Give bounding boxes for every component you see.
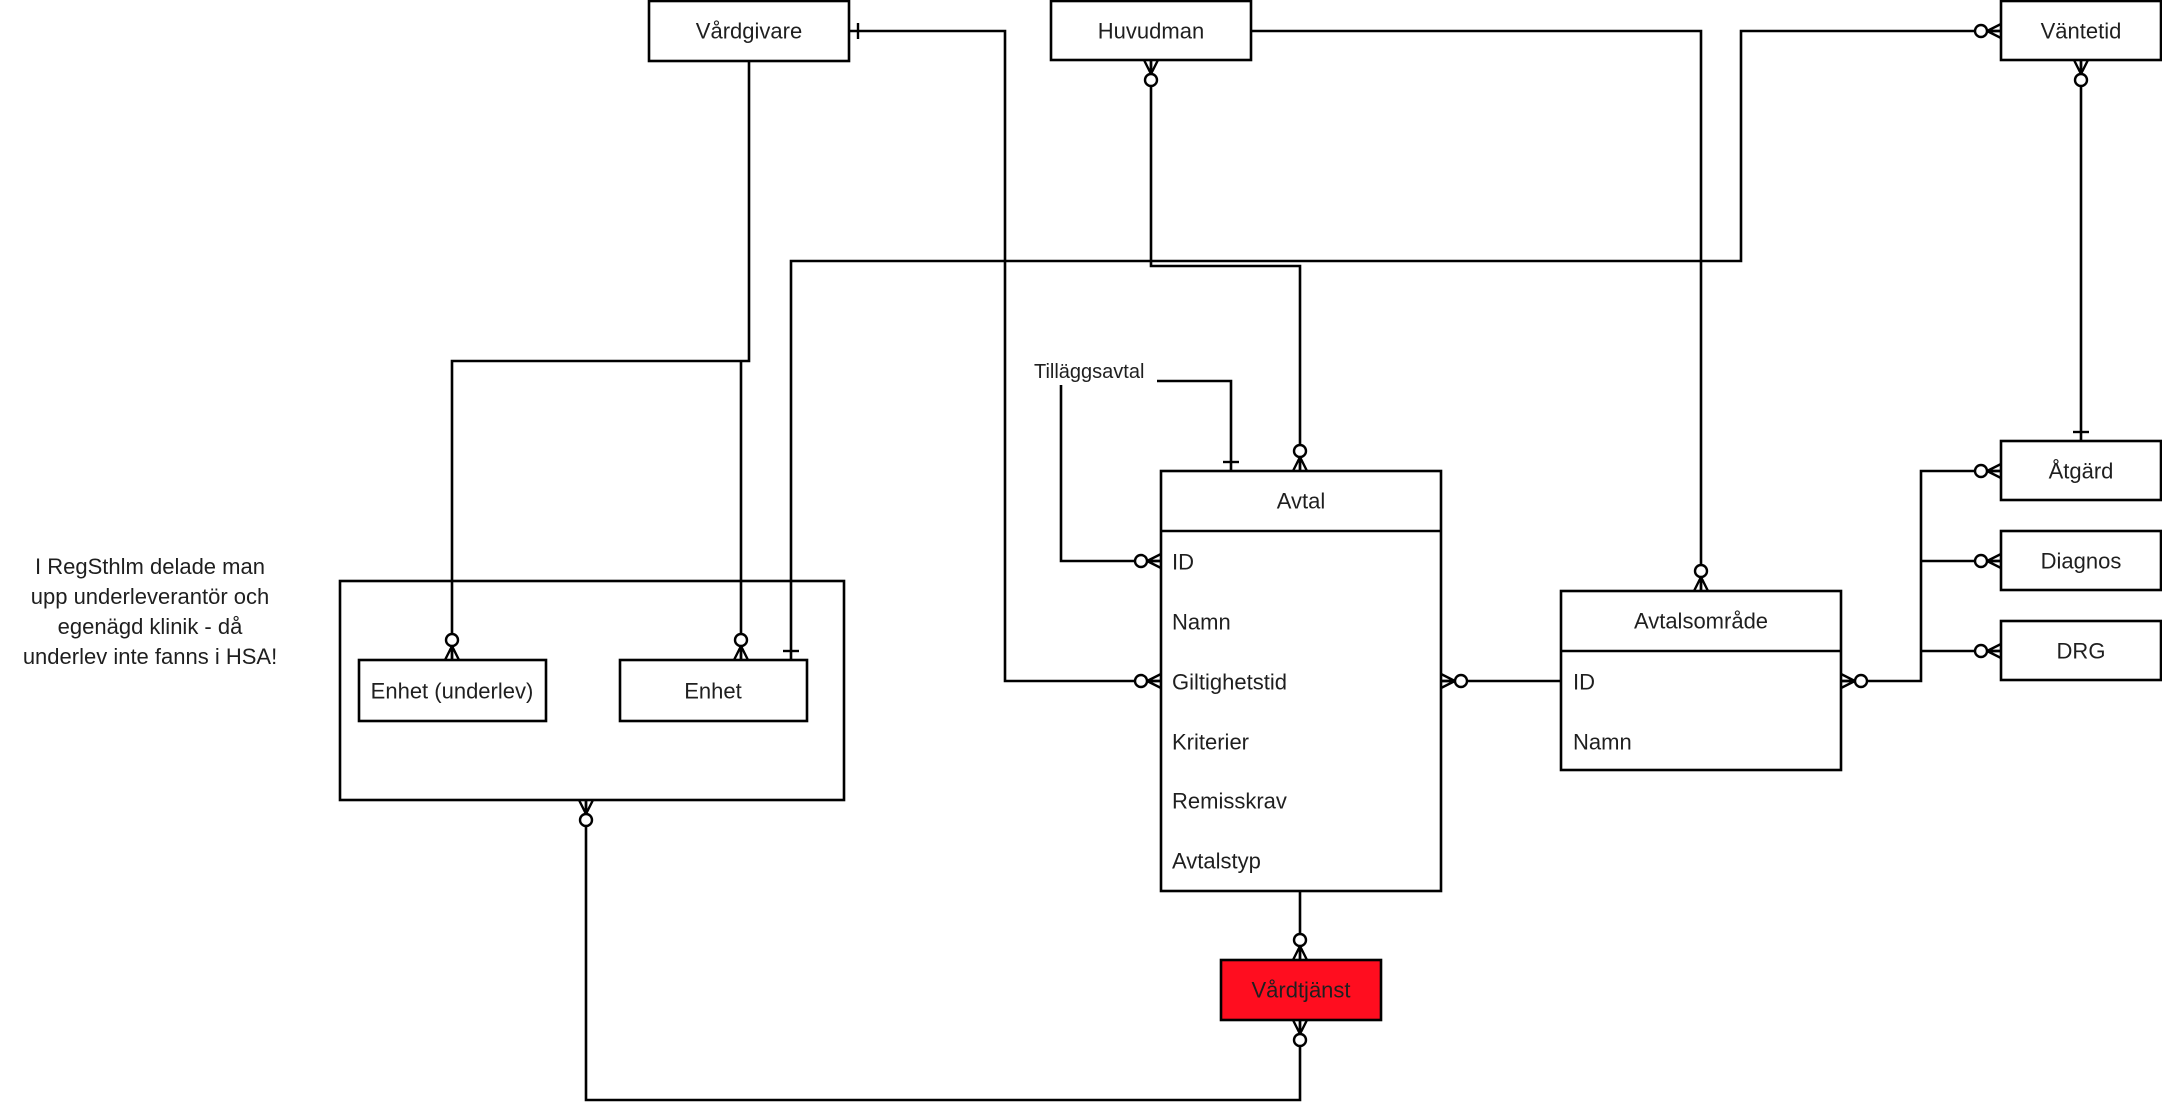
edge-huvudman-avtal[interactable]	[1149, 60, 1302, 471]
zero-many-marker	[1840, 672, 1869, 690]
attribute-id: ID	[1172, 550, 1194, 575]
relation-label-tillaggsavtal: Tilläggsavtal	[1034, 361, 1144, 383]
zero-many-marker	[1142, 59, 1160, 88]
entity-diagnos[interactable]: Diagnos	[1999, 529, 2162, 592]
zero-many-marker	[1291, 443, 1309, 472]
edge-tillaggsavtal-id[interactable]	[1059, 385, 1161, 563]
edge-tillaggsavtal[interactable]	[1157, 379, 1233, 471]
edge-vardgivare-enhet-underlev[interactable]	[450, 61, 751, 660]
entity-title: Vårdtjänst	[1251, 978, 1350, 1003]
note-line: egenägd klinik - då	[57, 614, 243, 639]
attribute-avtalstyp: Avtalstyp	[1172, 849, 1261, 874]
edges	[450, 29, 2083, 1102]
entity-enhet[interactable]: Enhet	[618, 658, 809, 723]
entity-atgard[interactable]: Åtgärd	[1999, 439, 2162, 502]
edge-vardgivare-avtal[interactable]	[849, 29, 1161, 683]
entity-drg[interactable]: DRG	[1999, 619, 2162, 682]
attribute-id: ID	[1573, 670, 1595, 695]
entity-title: Huvudman	[1098, 19, 1204, 44]
zero-many-marker	[1133, 672, 1162, 690]
zero-many-marker	[2072, 59, 2090, 88]
zero-many-marker	[577, 799, 595, 828]
zero-many-marker	[1440, 672, 1469, 690]
entity-vardtjanst[interactable]: Vårdtjänst	[1219, 958, 1383, 1022]
entity-avtal[interactable]: Avtal ID Namn Giltighetstid Kriterier Re…	[1159, 469, 1443, 893]
attribute-giltighetstid: Giltighetstid	[1172, 670, 1287, 695]
entity-title: Enhet	[684, 679, 742, 704]
zero-many-marker	[1973, 552, 2002, 570]
zero-many-marker	[1973, 462, 2002, 480]
zero-many-marker	[1973, 642, 2002, 660]
edge-vantetid-enhet[interactable]	[789, 29, 2001, 660]
note-line: upp underleverantör och	[30, 584, 270, 609]
note-line: I RegSthlm delade man	[35, 554, 265, 579]
entity-title: Enhet (underlev)	[371, 679, 534, 704]
entity-enhet-underlev[interactable]: Enhet (underlev)	[357, 658, 548, 723]
edge-vardtjanst-enhetgroup[interactable]	[584, 800, 1302, 1102]
zero-many-marker	[1133, 552, 1162, 570]
entity-title: Diagnos	[2041, 549, 2122, 574]
entity-vantetid[interactable]: Väntetid	[1999, 0, 2162, 62]
entity-huvudman[interactable]: Huvudman	[1049, 0, 1253, 62]
attribute-namn: Namn	[1573, 730, 1632, 755]
entity-title: Väntetid	[2041, 19, 2122, 44]
edge-avtalsomrade-bus[interactable]	[1841, 469, 2001, 683]
annotation-note: I RegSthlm delade man upp underleverantö…	[0, 552, 300, 672]
attribute-kriterier: Kriterier	[1172, 730, 1249, 755]
edge-huvudman-avtalsomrade[interactable]	[1251, 29, 1703, 591]
zero-many-marker	[1692, 563, 1710, 592]
entity-avtalsomrade[interactable]: Avtalsområde ID Namn	[1559, 589, 1843, 772]
zero-many-marker	[732, 632, 750, 661]
entity-title: DRG	[2057, 639, 2106, 664]
note-line: underlev inte fanns i HSA!	[22, 644, 278, 669]
cardinality-markers	[443, 22, 2090, 1048]
entity-title: Åtgärd	[2049, 459, 2114, 484]
zero-many-marker	[443, 632, 461, 661]
attribute-namn: Namn	[1172, 610, 1231, 635]
entity-title: Vårdgivare	[696, 19, 802, 44]
zero-many-marker	[1291, 932, 1309, 961]
zero-many-marker	[1291, 1019, 1309, 1048]
zero-many-marker	[1973, 22, 2002, 40]
entity-title: Avtalsområde	[1634, 609, 1768, 634]
attribute-remisskrav: Remisskrav	[1172, 789, 1287, 814]
entity-vardgivare[interactable]: Vårdgivare	[647, 0, 851, 63]
entity-title: Avtal	[1277, 489, 1326, 514]
